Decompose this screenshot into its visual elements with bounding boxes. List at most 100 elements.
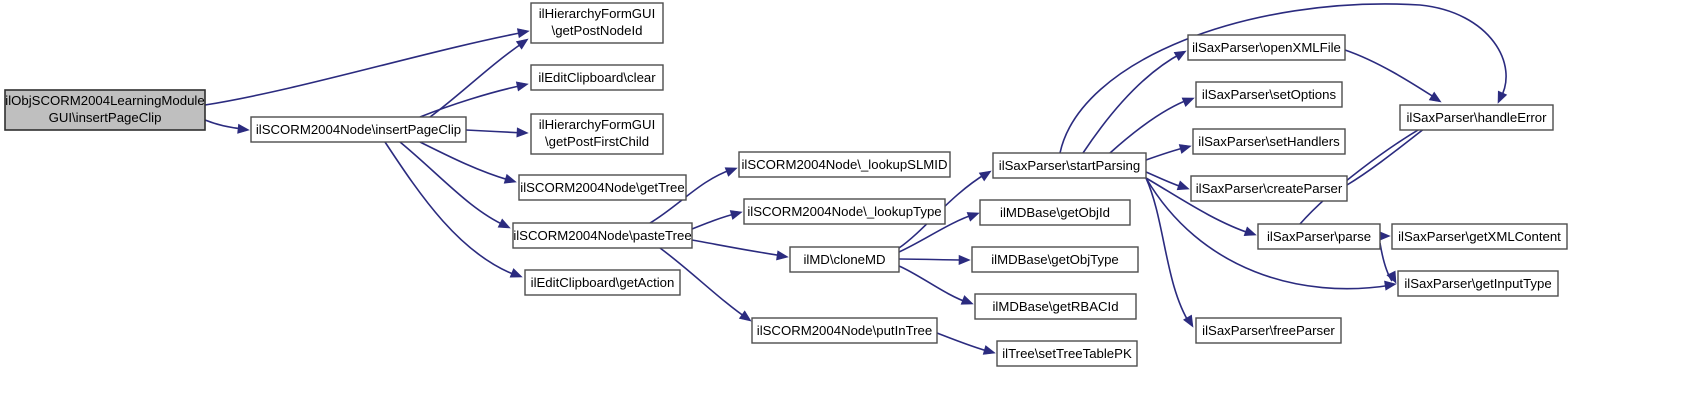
edge-arrowhead [776,250,789,261]
call-edge [1145,144,1192,161]
call-edge [419,141,517,184]
graph-node-ilscorm2004node-gettree[interactable]: ilSCORM2004Node\getTree [518,174,687,201]
graph-node-ilhierarchyformgui-getpostnodeid[interactable]: ilHierarchyFormGUI\getPostNodeId [530,2,664,44]
call-edge [419,81,529,118]
node-label: ilSaxParser\startParsing [999,158,1140,173]
node-box[interactable] [974,293,1137,320]
graph-node-ilmdbase-getobjtype[interactable]: ilMDBase\getObjType [971,246,1139,273]
call-edge [204,119,250,134]
graph-node-ilscorm2004node-pastetree[interactable]: ilSCORM2004Node\pasteTree [512,222,693,249]
node-box[interactable] [1187,34,1346,61]
node-box[interactable] [1391,223,1568,250]
call-edge [384,141,523,278]
call-edge [204,28,530,106]
node-label: ilSCORM2004Node\putInTree [757,323,932,338]
call-edge [898,254,971,265]
node-label: ilEditClipboard\getAction [531,275,675,290]
node-box[interactable] [1195,317,1342,344]
call-edge [1082,50,1187,154]
graph-node-ileditclipboard-getaction[interactable]: ilEditClipboard\getAction [524,269,681,296]
node-label: ilSCORM2004Node\_lookupSLMID [742,157,948,172]
node-box[interactable] [4,89,206,131]
call-edge [898,265,974,305]
graph-node-ilscorm2004node-insertpageclip[interactable]: ilSCORM2004Node\insertPageClip [250,116,467,143]
graph-node-ilsaxparser-handleerror[interactable]: ilSaxParser\handleError [1399,104,1554,131]
graph-node-ilmdbase-getrbacid[interactable]: ilMDBase\getRBACId [974,293,1137,320]
call-edge [399,141,511,229]
node-label: ilSaxParser\getInputType [1404,276,1551,291]
node-box[interactable] [1257,223,1381,250]
graph-node-ileditclipboard-clear[interactable]: ilEditClipboard\clear [530,64,664,91]
node-label: ilSaxParser\getXMLContent [1398,229,1561,244]
graph-node-ilsaxparser-startparsing[interactable]: ilSaxParser\startParsing [992,152,1147,179]
node-label: ilTree\setTreeTablePK [1002,346,1132,361]
call-edge [1145,177,1397,291]
edge-arrowhead [1183,314,1194,328]
graph-node-ilmd-clonemd[interactable]: ilMD\cloneMD [789,246,900,273]
node-box[interactable] [524,269,681,296]
graph-node-ilscorm2004node-putintree[interactable]: ilSCORM2004Node\putInTree [751,317,938,344]
call-edge [1059,3,1508,154]
call-edge [936,332,996,355]
graph-node-ilhierarchyformgui-getpostfirstchild[interactable]: ilHierarchyFormGUI\getPostFirstChild [530,113,664,155]
node-box[interactable] [530,113,664,155]
node-box[interactable] [992,152,1147,179]
node-box[interactable] [1397,270,1559,297]
call-edge [1145,171,1190,191]
node-box[interactable] [1192,128,1346,155]
edge-arrowhead [516,127,529,138]
edge-arrowhead [509,268,523,278]
node-box[interactable] [979,199,1131,226]
node-label: ilHierarchyFormGUI\getPostFirstChild [539,117,656,149]
graph-node-ilsaxparser-freeparser[interactable]: ilSaxParser\freeParser [1195,317,1342,344]
graph-node-ilscorm2004node-lookuptype[interactable]: ilSCORM2004Node\_lookupType [743,198,946,225]
node-box[interactable] [530,2,664,44]
edge-arrowhead [738,310,752,322]
edge-arrowhead [724,167,738,177]
edge-arrowhead [515,81,529,92]
node-label: ilMD\cloneMD [803,252,885,267]
edge-arrowhead [503,173,517,184]
call-edge [1109,97,1195,154]
call-edge [1145,177,1194,328]
edge-arrowhead [516,28,530,39]
graph-node-ilsaxparser-getinputtype[interactable]: ilSaxParser\getInputType [1397,270,1559,297]
call-edge [898,212,980,253]
graph-node-ilmdbase-getobjid[interactable]: ilMDBase\getObjId [979,199,1131,226]
node-box[interactable] [1190,175,1348,202]
edge-arrowhead [978,170,992,182]
node-box[interactable] [751,317,938,344]
edge-arrowhead [497,218,511,229]
graph-node-ilsaxparser-setoptions[interactable]: ilSaxParser\setOptions [1195,81,1343,108]
graph-node-ilsaxparser-openxmlfile[interactable]: ilSaxParser\openXMLFile [1187,34,1346,61]
edge-layer [204,3,1508,355]
node-box[interactable] [1195,81,1343,108]
node-box[interactable] [512,222,693,249]
node-box[interactable] [518,174,687,201]
graph-node-iltree-settreetablepk[interactable]: ilTree\setTreeTablePK [996,340,1138,367]
call-edge [659,247,752,322]
node-box[interactable] [250,116,467,143]
graph-node-ilsaxparser-getxmlcontent[interactable]: ilSaxParser\getXMLContent [1391,223,1568,250]
node-label: ilSCORM2004Node\getTree [520,180,684,195]
node-label: ilMDBase\getObjId [1000,205,1110,220]
node-label: ilSaxParser\openXMLFile [1192,40,1341,55]
node-box[interactable] [743,198,946,225]
node-box[interactable] [971,246,1139,273]
node-box[interactable] [738,151,951,178]
graph-node-ilsaxparser-parse[interactable]: ilSaxParser\parse [1257,223,1381,250]
node-box[interactable] [1399,104,1554,131]
node-box[interactable] [530,64,664,91]
node-box[interactable] [789,246,900,273]
graph-node-ilscorm2004node-lookupslmid[interactable]: ilSCORM2004Node\_lookupSLMID [738,151,951,178]
graph-node-ilsaxparser-sethandlers[interactable]: ilSaxParser\setHandlers [1192,128,1346,155]
graph-node-ilsaxparser-createparser[interactable]: ilSaxParser\createParser [1190,175,1348,202]
node-box[interactable] [996,340,1138,367]
call-edge [1344,49,1442,103]
node-label: ilSaxParser\setHandlers [1198,134,1340,149]
